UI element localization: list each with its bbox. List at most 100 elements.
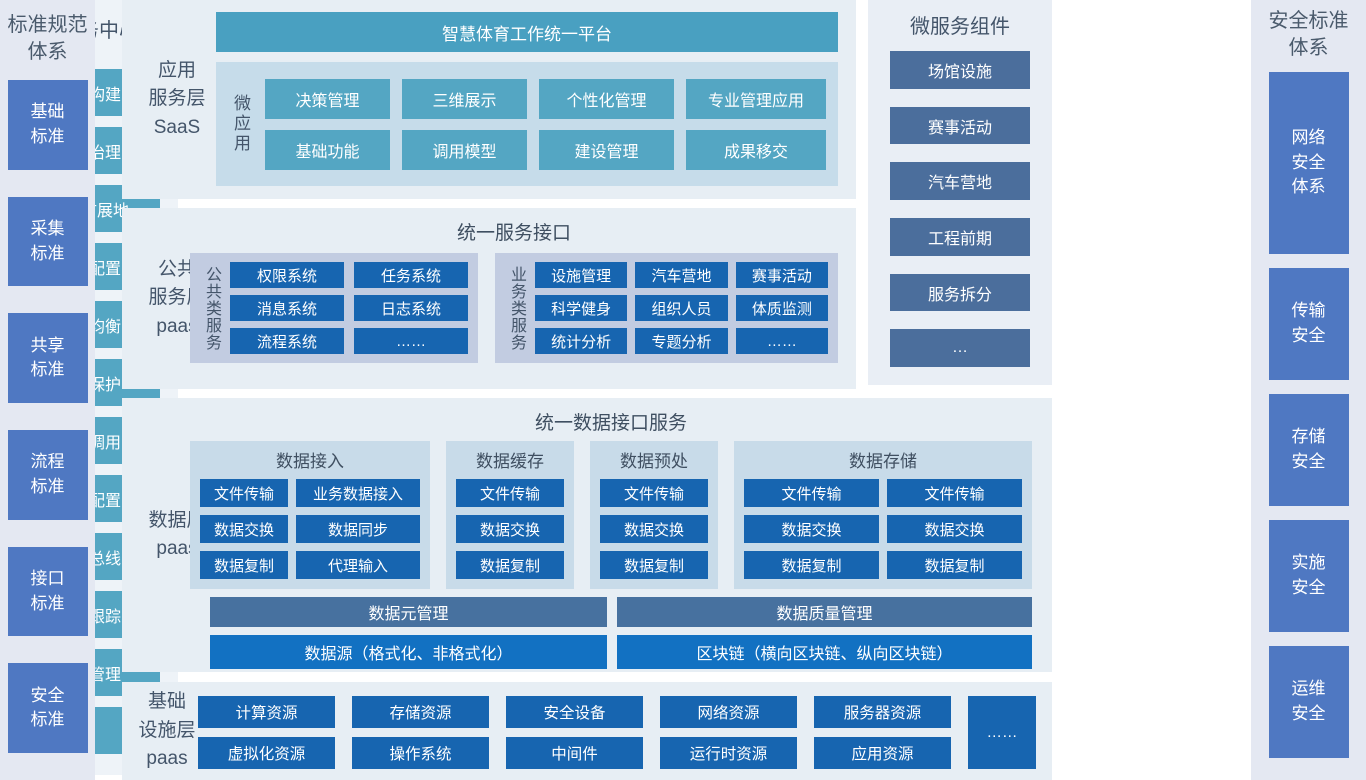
infra-server-resource[interactable]: 服务器资源 [814, 696, 951, 728]
infrastructure-layer-section: 基础 设施层 paas 计算资源 存储资源 安全设备 网络资源 服务器资源 ……… [122, 682, 1052, 780]
storage-data-exchange-2[interactable]: 数据交换 [887, 515, 1022, 543]
ms-service-split[interactable]: 服务拆分 [890, 273, 1030, 312]
micro-app-label: 微应用 [231, 94, 250, 154]
infra-more[interactable]: …… [968, 696, 1036, 769]
storage-data-replication-1[interactable]: 数据复制 [744, 551, 879, 579]
infra-network-resource[interactable]: 网络资源 [660, 696, 797, 728]
data-source-bar[interactable]: 数据源（格式化、非格式化） [210, 635, 607, 669]
data-access-group: 数据接入 文件传输 业务数据接入 数据交换 数据同步 数据复制 代理输入 [190, 441, 430, 589]
business-services-group: 业务类服务 设施管理 汽车营地 赛事活动 科学健身 组织人员 体质监测 统计分析… [495, 253, 838, 363]
access-file-transfer[interactable]: 文件传输 [200, 479, 288, 507]
security-storage[interactable]: 存储 安全 [1268, 394, 1349, 506]
access-data-replication[interactable]: 数据复制 [200, 551, 288, 579]
app-construction-mgmt[interactable]: 建设管理 [539, 129, 674, 170]
app-deliverable-handover[interactable]: 成果移交 [686, 129, 826, 170]
storage-data-exchange-1[interactable]: 数据交换 [744, 515, 879, 543]
data-cache-group: 数据缓存 文件传输 数据交换 数据复制 [446, 441, 574, 589]
security-standards-title: 安全标准 体系 [1268, 10, 1349, 59]
ms-more[interactable]: … [890, 329, 1030, 368]
security-network-system[interactable]: 网络 安全 体系 [1268, 72, 1349, 254]
standard-item-interface[interactable]: 接口 标准 [7, 546, 88, 637]
biz-org-personnel[interactable]: 组织人员 [635, 295, 728, 321]
biz-scientific-fitness[interactable]: 科学健身 [535, 295, 628, 321]
security-implementation[interactable]: 实施 安全 [1268, 520, 1349, 632]
standard-item-basic[interactable]: 基础 标准 [7, 80, 88, 170]
app-decision-mgmt[interactable]: 决策管理 [265, 78, 390, 119]
biz-event-activity[interactable]: 赛事活动 [735, 262, 828, 288]
data-layer-section: 数据层 paas 统一数据接口服务 数据接入 文件传输 业务数据接入 数据交换 … [122, 398, 1052, 672]
app-personalization[interactable]: 个性化管理 [539, 78, 674, 119]
blockchain-bar[interactable]: 区块链（横向区块链、纵向区块链） [617, 635, 1032, 669]
biz-auto-camp[interactable]: 汽车营地 [635, 262, 728, 288]
storage-data-replication-2[interactable]: 数据复制 [887, 551, 1022, 579]
saas-layer-label: 应用 服务层 SaaS [148, 59, 206, 138]
metadata-mgmt-bar[interactable]: 数据元管理 [210, 597, 607, 627]
infra-compute-resource[interactable]: 计算资源 [198, 696, 335, 728]
business-services-label: 业务类服务 [508, 265, 525, 351]
unified-data-interface-title: 统一数据接口服务 [534, 413, 687, 434]
data-quality-mgmt-bar[interactable]: 数据质量管理 [617, 597, 1032, 627]
svc-task-system[interactable]: 任务系统 [354, 262, 468, 288]
biz-topic-analysis[interactable]: 专题分析 [635, 328, 728, 354]
svc-workflow-system[interactable]: 流程系统 [230, 328, 344, 354]
security-transmission[interactable]: 传输 安全 [1268, 268, 1349, 380]
access-data-sync[interactable]: 数据同步 [296, 515, 420, 543]
biz-facility-mgmt[interactable]: 设施管理 [535, 262, 628, 288]
standard-item-process[interactable]: 流程 标准 [7, 430, 88, 520]
microservice-components-panel: 微服务组件 场馆设施 赛事活动 汽车营地 工程前期 服务拆分 … [868, 0, 1052, 385]
preprocess-data-replication[interactable]: 数据复制 [600, 551, 708, 579]
access-data-exchange[interactable]: 数据交换 [200, 515, 288, 543]
security-standards-panel: 安全标准 体系 网络 安全 体系 传输 安全 存储 安全 实施 安全 运维 安全 [1251, 0, 1366, 780]
infra-security-device[interactable]: 安全设备 [506, 696, 643, 728]
infra-application-resource[interactable]: 应用资源 [814, 737, 951, 769]
biz-physique-monitor[interactable]: 体质监测 [735, 295, 828, 321]
ms-auto-camp[interactable]: 汽车营地 [890, 162, 1030, 201]
access-business-data[interactable]: 业务数据接入 [296, 479, 420, 507]
standard-item-security[interactable]: 安全 标准 [7, 663, 88, 754]
data-cache-title: 数据缓存 [476, 452, 544, 471]
svc-permission-system[interactable]: 权限系统 [230, 262, 344, 288]
preprocess-data-exchange[interactable]: 数据交换 [600, 515, 708, 543]
app-basic-functions[interactable]: 基础功能 [265, 129, 390, 170]
access-proxy-input[interactable]: 代理输入 [296, 551, 420, 579]
biz-more[interactable]: …… [735, 328, 828, 354]
data-storage-title: 数据存储 [849, 452, 917, 471]
unified-service-interface-title: 统一服务接口 [456, 223, 571, 244]
ms-project-preliminary[interactable]: 工程前期 [890, 218, 1030, 256]
app-3d-display[interactable]: 三维展示 [402, 78, 527, 119]
infra-storage-resource[interactable]: 存储资源 [352, 696, 489, 728]
standard-item-collection[interactable]: 采集 标准 [7, 196, 88, 287]
data-access-title: 数据接入 [276, 452, 344, 471]
svc-more[interactable]: …… [354, 328, 468, 354]
preprocess-file-transfer[interactable]: 文件传输 [600, 479, 708, 507]
standard-item-sharing[interactable]: 共享 标准 [7, 313, 88, 404]
saas-layer-section: 应用 服务层 SaaS 智慧体育工作统一平台 微应用 决策管理 三维展示 个性化… [122, 0, 856, 199]
storage-file-transfer-1[interactable]: 文件传输 [744, 479, 879, 507]
data-preprocess-title: 数据预处 [620, 452, 688, 471]
common-services-group: 公共类服务 权限系统 任务系统 消息系统 日志系统 流程系统 …… [190, 253, 478, 363]
ms-venue-facility[interactable]: 场馆设施 [890, 51, 1030, 89]
micro-app-container: 微应用 决策管理 三维展示 个性化管理 专业管理应用 基础功能 调用模型 建设管… [216, 62, 838, 186]
platform-header: 智慧体育工作统一平台 [216, 12, 838, 52]
standards-spec-title: 标准规范 体系 [7, 14, 88, 63]
storage-file-transfer-2[interactable]: 文件传输 [887, 479, 1022, 507]
security-operations[interactable]: 运维 安全 [1268, 646, 1349, 758]
biz-statistics-analysis[interactable]: 统计分析 [535, 328, 628, 354]
infra-runtime-resource[interactable]: 运行时资源 [660, 737, 797, 769]
data-storage-group: 数据存储 文件传输 文件传输 数据交换 数据交换 数据复制 数据复制 [734, 441, 1032, 589]
svc-log-system[interactable]: 日志系统 [354, 295, 468, 321]
ms-event-activity[interactable]: 赛事活动 [890, 106, 1030, 145]
app-professional-mgmt[interactable]: 专业管理应用 [686, 78, 826, 119]
infra-operating-system[interactable]: 操作系统 [352, 737, 489, 769]
infra-middleware[interactable]: 中间件 [506, 737, 643, 769]
standards-spec-panel: 标准规范 体系 基础 标准 采集 标准 共享 标准 流程 标准 接口 标准 安全… [0, 0, 95, 780]
app-model-invocation[interactable]: 调用模型 [402, 129, 527, 170]
cache-data-replication[interactable]: 数据复制 [456, 551, 564, 579]
common-services-label: 公共类服务 [203, 265, 220, 351]
infra-virtualization-resource[interactable]: 虚拟化资源 [198, 737, 335, 769]
cache-data-exchange[interactable]: 数据交换 [456, 515, 564, 543]
svc-message-system[interactable]: 消息系统 [230, 295, 344, 321]
data-preprocess-group: 数据预处 文件传输 数据交换 数据复制 [590, 441, 718, 589]
cache-file-transfer[interactable]: 文件传输 [456, 479, 564, 507]
microservice-components-title: 微服务组件 [910, 16, 1010, 38]
